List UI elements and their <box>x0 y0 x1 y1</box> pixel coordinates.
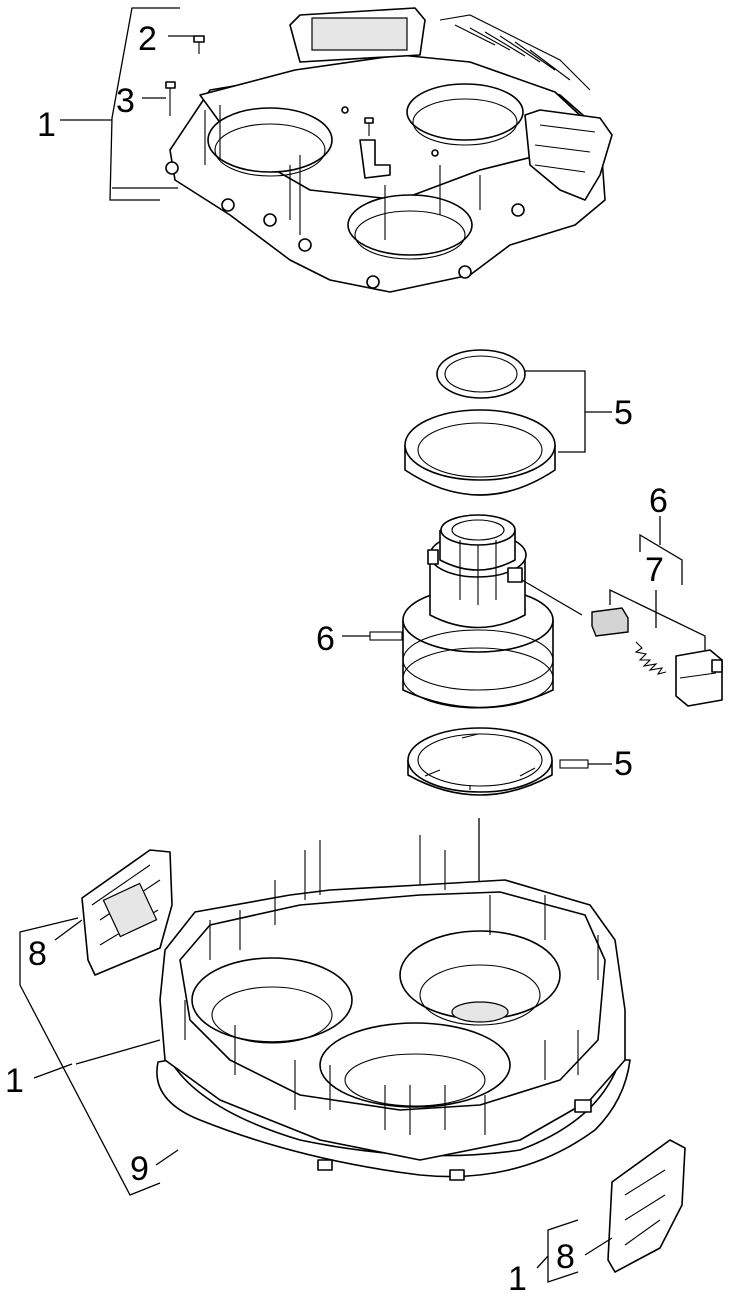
bracket-6-right <box>639 516 683 585</box>
callout-8-right: 8 <box>556 1238 575 1276</box>
carbon-brush-part <box>591 607 629 637</box>
screw-part-3 <box>165 81 176 116</box>
motor-part <box>402 514 554 709</box>
callout-3: 3 <box>116 82 135 120</box>
screw-part-small <box>364 117 374 136</box>
leader-1-mid-to-housing <box>75 1039 161 1065</box>
handle-part-8-left <box>81 849 173 976</box>
bracket-top-group <box>109 7 180 201</box>
leader-8-left <box>54 919 83 941</box>
seal-ring-large-part <box>404 409 556 496</box>
base-tray-part-9 <box>156 1059 631 1178</box>
leader-1-mid <box>33 1063 73 1079</box>
bracket-lower-left-group <box>19 917 161 1196</box>
callout-2: 2 <box>138 20 157 58</box>
leader-8-right <box>584 1237 613 1256</box>
bracket-7 <box>609 588 706 650</box>
screw-part-2 <box>193 35 205 54</box>
callout-6-left: 6 <box>316 620 335 658</box>
callout-1-top: 1 <box>37 106 56 144</box>
callout-5-upper: 5 <box>614 394 633 432</box>
leader-9 <box>155 1149 179 1166</box>
brush-holder-part <box>675 649 723 707</box>
leader-5-lower-mark <box>559 759 589 769</box>
callout-7: 7 <box>645 551 664 589</box>
callout-9: 9 <box>130 1150 149 1188</box>
leader-6-left-mark <box>369 631 403 641</box>
callout-1-mid: 1 <box>5 1062 24 1100</box>
bracket-lower-right-group <box>536 1219 579 1283</box>
callout-8-left: 8 <box>28 935 47 973</box>
top-housing-part <box>165 7 613 293</box>
lower-seal-part <box>407 727 553 796</box>
bracket-5-upper <box>525 370 612 453</box>
base-housing-part <box>159 835 626 1181</box>
handle-part-8-right <box>607 1139 686 1273</box>
leader-brush-link <box>521 579 583 616</box>
spring-part <box>634 641 667 675</box>
seal-ring-small-part <box>436 349 526 399</box>
callout-5-lower: 5 <box>614 745 633 783</box>
callout-6-right: 6 <box>649 482 668 520</box>
callout-1-bottom: 1 <box>508 1260 527 1298</box>
